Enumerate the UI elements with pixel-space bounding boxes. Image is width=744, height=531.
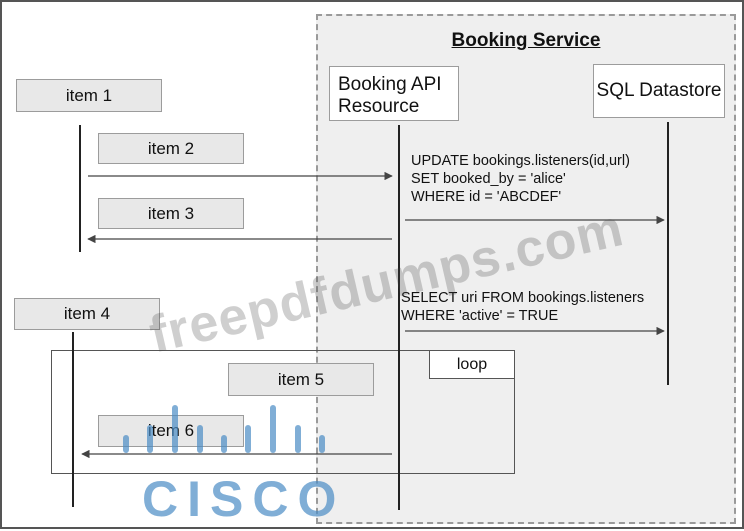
update-query-text: UPDATE bookings.listeners(id,url) SET bo… <box>411 152 630 206</box>
booking-service-title: Booking Service <box>451 30 601 51</box>
item-4-box: item 4 <box>14 298 160 330</box>
select-query-text: SELECT uri FROM bookings.listeners WHERE… <box>401 289 644 325</box>
update-query-line3: WHERE id = 'ABCDEF' <box>411 189 562 205</box>
select-query-line1: SELECT uri FROM bookings.listeners <box>401 290 645 306</box>
booking-api-participant: Booking API Resource <box>329 66 459 121</box>
sql-datastore-label: SQL Datastore <box>596 80 722 101</box>
cisco-logo-text: CISCO <box>142 471 346 527</box>
select-query-line2: WHERE 'active' = TRUE <box>401 308 559 324</box>
loop-frame <box>51 350 515 474</box>
item-6-box: item 6 <box>98 415 244 447</box>
item-5-box: item 5 <box>228 363 374 396</box>
update-query-line2: SET booked_by = 'alice' <box>411 171 566 187</box>
item-1-box: item 1 <box>16 79 162 112</box>
loop-label: loop <box>429 350 515 379</box>
item-2-box: item 2 <box>98 133 244 164</box>
booking-api-label-line1: Booking API <box>338 74 442 95</box>
booking-api-label-line2: Resource <box>338 96 420 117</box>
item-3-box: item 3 <box>98 198 244 229</box>
update-query-line1: UPDATE bookings.listeners(id,url) <box>411 153 630 169</box>
sql-datastore-participant: SQL Datastore <box>593 64 725 118</box>
